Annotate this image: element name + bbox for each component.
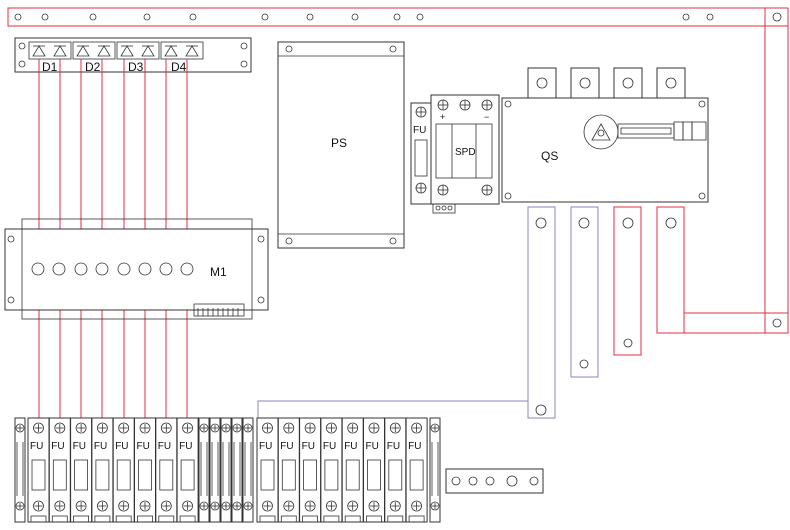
fuse-label: FU	[302, 441, 315, 452]
busbar-holes	[14, 12, 782, 328]
label-d3: D3	[128, 60, 144, 74]
fuse-terminal: FU	[341, 417, 364, 523]
terminal-narrow	[231, 417, 243, 523]
fuse-terminal: FU	[27, 417, 50, 523]
spd-surge-protector: + − SPD	[430, 94, 500, 214]
fuse-terminal: FU	[176, 417, 199, 523]
label-spd: SPD	[455, 147, 476, 158]
fuse-terminal: FU	[384, 417, 407, 523]
m1-connector-pins	[197, 308, 239, 316]
fuse-terminal: FU	[299, 417, 322, 523]
fuse-label: FU	[94, 441, 107, 452]
qs-bottom-busbars	[257, 206, 685, 428]
fuse-terminal-strip: FU FU FU FU FU FU FU FU FU FU FU FU FU FU FU FU	[14, 417, 441, 523]
label-d1: D1	[42, 60, 58, 74]
fuse-terminal: FU	[256, 417, 279, 523]
diode-d2	[72, 41, 116, 60]
label-ps: PS	[331, 136, 347, 150]
fuse-label: FU	[73, 441, 86, 452]
label-d4: D4	[171, 60, 187, 74]
terminal-narrow	[14, 417, 26, 523]
label-qs: QS	[541, 149, 558, 163]
fuse-label: FU	[387, 441, 400, 452]
terminal-narrow	[209, 417, 221, 523]
label-minus: −	[484, 112, 489, 122]
terminal-narrow	[429, 417, 441, 523]
fuse-terminal: FU	[48, 417, 71, 523]
fuse-terminal: FU	[363, 417, 385, 523]
fuse-label: FU	[51, 441, 64, 452]
fuse-terminal: FU	[134, 417, 156, 523]
label-d2: D2	[85, 60, 101, 74]
fuse-terminal: FU	[320, 417, 343, 523]
fuse-label: FU	[366, 441, 379, 452]
fuse-terminal: FU	[112, 417, 135, 523]
fuse-terminal: FU	[70, 417, 93, 523]
fuse-terminal: FU	[405, 417, 428, 523]
fuse-terminal: FU	[155, 417, 178, 523]
terminal-narrow	[220, 417, 232, 523]
fuse-label: FU	[259, 441, 272, 452]
label-m1: M1	[210, 265, 227, 279]
fuse-label: FU	[408, 441, 421, 452]
diode-d3	[116, 41, 160, 60]
fuse-label: FU	[280, 441, 293, 452]
power-supply: PS	[277, 41, 405, 249]
label-plus: +	[440, 112, 445, 122]
diode-d1	[28, 41, 72, 60]
small-terminal-bar	[445, 468, 544, 494]
fuse-label: FU	[115, 441, 128, 452]
small-fuse: FU	[410, 102, 432, 205]
fuse-terminal: FU	[277, 417, 300, 523]
diode-d4	[160, 41, 204, 60]
fuse-label: FU	[179, 441, 192, 452]
label-fu-small: FU	[413, 125, 426, 136]
terminal-narrow	[198, 417, 210, 523]
fuse-label: FU	[344, 441, 357, 452]
terminal-narrow	[242, 417, 254, 523]
fuse-label: FU	[137, 441, 150, 452]
fuse-label: FU	[323, 441, 336, 452]
fuse-terminal: FU	[91, 417, 114, 523]
top-busbar	[7, 7, 789, 334]
module-m1: M1	[4, 218, 269, 320]
main-switch-qs: QS	[501, 67, 709, 203]
fuse-label: FU	[158, 441, 171, 452]
fuse-label: FU	[30, 441, 43, 452]
diode-block: D1 D2 D3 D4	[14, 37, 252, 74]
